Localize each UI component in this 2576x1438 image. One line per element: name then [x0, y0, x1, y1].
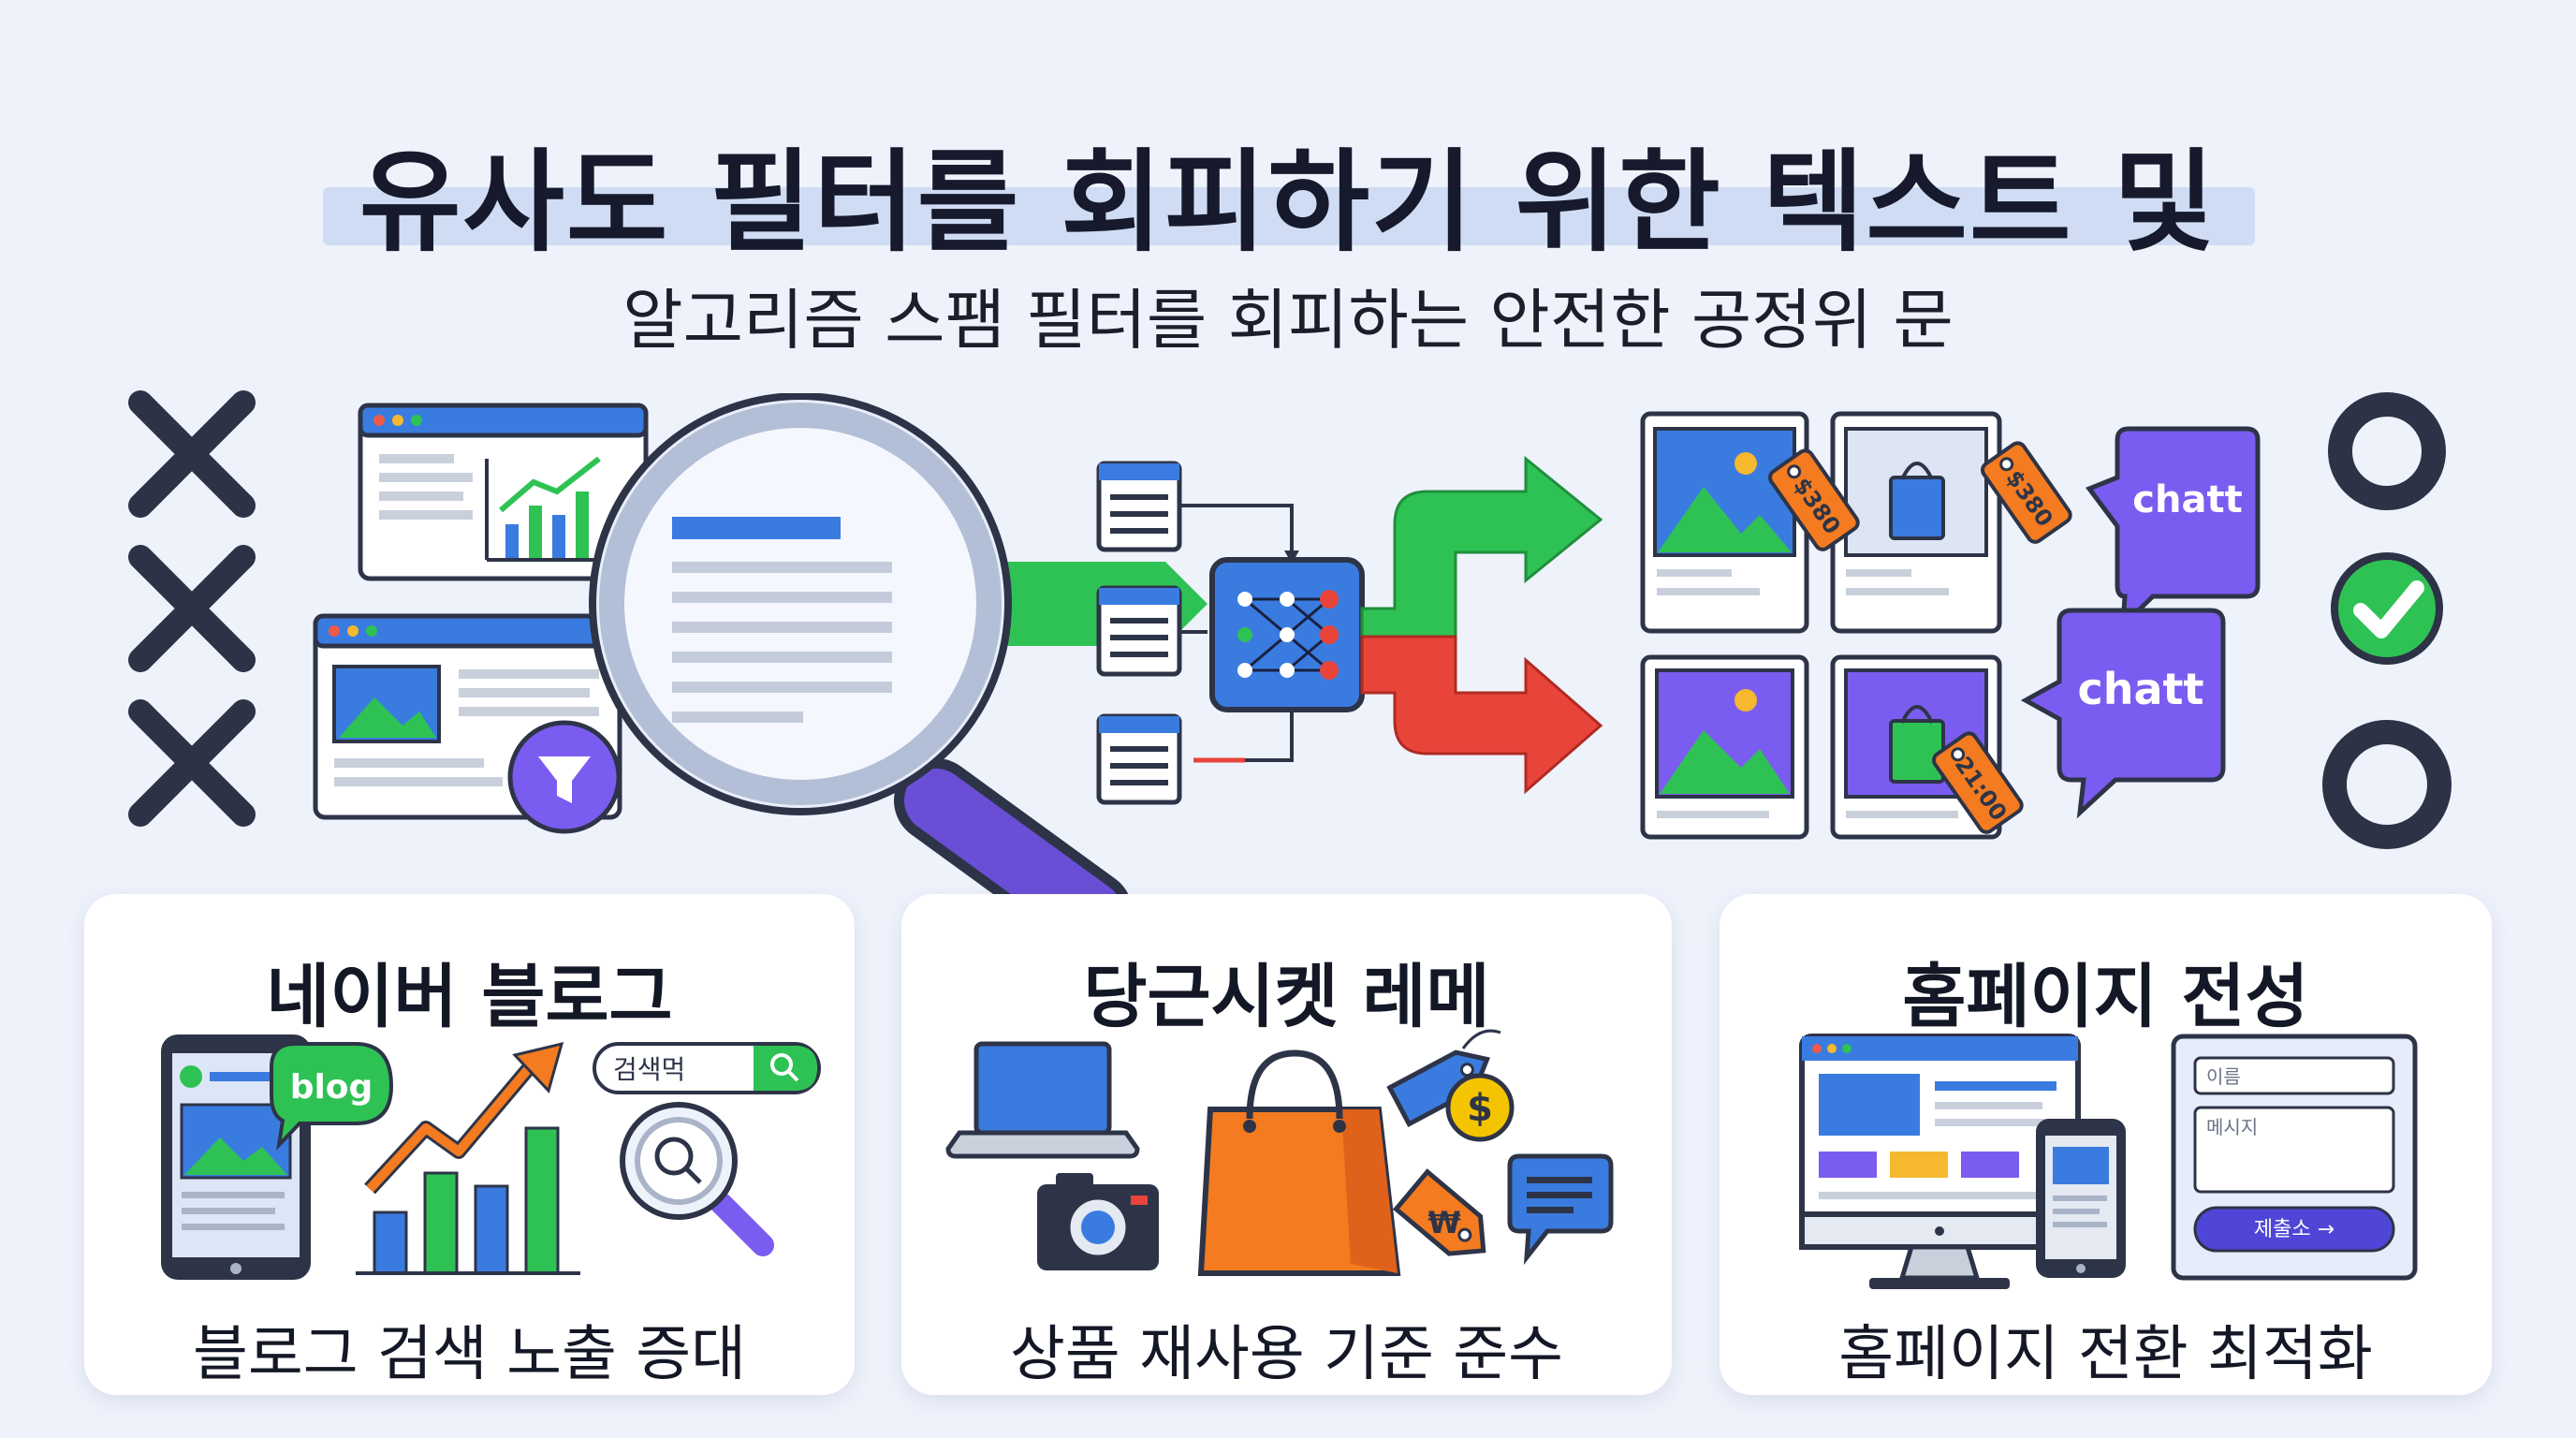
x-icon [128, 699, 256, 827]
laptop-icon [945, 1041, 1140, 1159]
smartphone-icon [2036, 1119, 2126, 1278]
document-icon [1096, 713, 1182, 805]
document-icon [1096, 585, 1182, 677]
left-marks [128, 390, 256, 827]
dollar-sign: $ [1467, 1087, 1493, 1130]
camera-icon [1037, 1173, 1159, 1270]
chat-bubble-label: chatt [2132, 478, 2242, 521]
circle-icon [2322, 720, 2452, 849]
chat-icon [1507, 1153, 1614, 1265]
homepage-illustration: 이름 메시지 제출소 → [1799, 1034, 2418, 1289]
filter-illustration: $380 $380 21:00 chatt chatt [313, 393, 2261, 899]
chat-bubble: chatt [2020, 608, 2226, 819]
neural-network-icon [1209, 557, 1365, 712]
desktop-monitor-icon [1799, 1034, 2081, 1289]
form-name-placeholder: 이름 [2206, 1065, 2241, 1088]
circle-icon [2328, 392, 2446, 510]
blog-illustration: blog 검색먹 [161, 1034, 821, 1280]
document-icon [1096, 461, 1182, 552]
page-subtitle: 알고리즘 스팸 필터를 회피하는 안전한 공정위 문 [622, 282, 1954, 359]
shopping-bag-icon [1197, 1049, 1401, 1276]
contact-form: 이름 메시지 제출소 → [2171, 1034, 2418, 1281]
market-illustration: $ ₩ [945, 1029, 1614, 1276]
product-card [1640, 654, 1809, 840]
product-card [1830, 411, 2002, 634]
browser-window-image [313, 613, 622, 834]
growth-chart-icon [356, 1041, 580, 1275]
card-title: 홈페이지 전성 [1902, 957, 2309, 1037]
won-sign: ₩ [1427, 1205, 1460, 1240]
card-homepage: 홈페이지 전성 [1720, 894, 2492, 1395]
price-tag-icon: $ [1386, 1029, 1515, 1142]
search-bar-icon: 검색먹 [593, 1042, 821, 1094]
chat-bubble: chatt [2086, 426, 2261, 632]
blog-badge-icon: blog [270, 1042, 394, 1151]
check-icon [2331, 552, 2443, 665]
card-karrot-market: 당근시켓 레메 $ [901, 894, 1672, 1395]
card-caption: 상품 재사용 기준 준수 [1010, 1320, 1563, 1389]
chat-bubble-label: chatt [2077, 664, 2203, 714]
magnifier-icon [620, 1102, 774, 1256]
title-highlight [323, 187, 2255, 245]
x-icon [128, 390, 256, 518]
blog-badge-label: blog [290, 1068, 373, 1107]
magnifier-icon [589, 393, 1131, 899]
card-caption: 홈페이지 전환 최적화 [1838, 1320, 2373, 1389]
form-message-placeholder: 메시지 [2206, 1116, 2258, 1138]
form-submit-label: 제출소 → [2254, 1218, 2334, 1241]
product-card [1640, 411, 1809, 634]
x-icon [128, 545, 256, 672]
page-title: 유사도 필터를 회피하기 위한 텍스트 및 [359, 138, 2217, 267]
price-tag-icon: ₩ [1392, 1168, 1486, 1256]
right-marks [2322, 392, 2452, 849]
card-title: 당근시켓 레메 [1083, 957, 1490, 1037]
card-title: 네이버 블로그 [266, 957, 673, 1037]
search-bar-text: 검색먹 [613, 1054, 685, 1085]
card-naver-blog: 네이버 블로그 blog [84, 894, 855, 1395]
card-caption: 블로그 검색 노출 증대 [193, 1320, 746, 1389]
